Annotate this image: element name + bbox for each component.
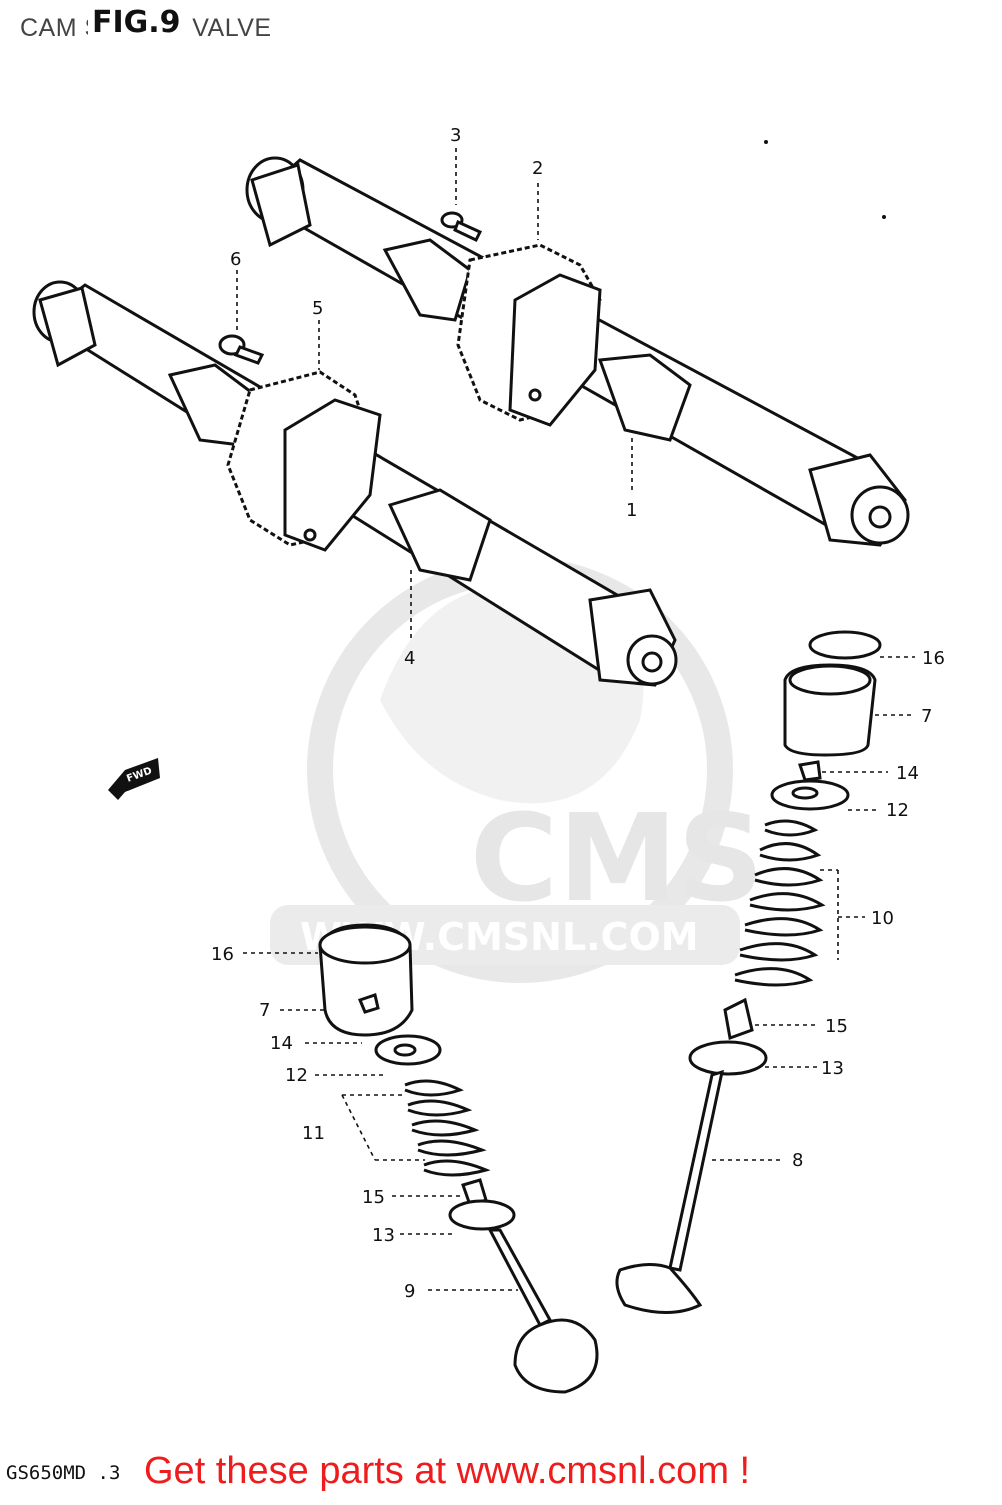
callout-8: 8 (792, 1150, 803, 1171)
callout-14-left: 14 (270, 1033, 293, 1054)
callout-5: 5 (312, 298, 323, 319)
callout-4: 4 (404, 648, 415, 669)
leader-lines (236, 148, 915, 1291)
callout-7-right: 7 (921, 706, 932, 727)
sprocket-lower (226, 370, 382, 552)
callout-1: 1 (626, 500, 637, 521)
callout-15-left: 15 (362, 1187, 385, 1208)
bolt-3 (440, 211, 483, 242)
fwd-direction-marker: FWD (108, 758, 160, 800)
scan-dot (764, 140, 768, 144)
callout-2: 2 (532, 158, 543, 179)
sprocket-upper (456, 243, 602, 427)
callout-6: 6 (230, 249, 241, 270)
callout-16-right: 16 (922, 648, 945, 669)
model-code: GS650MD .3 (6, 1462, 121, 1484)
callout-11: 11 (302, 1123, 325, 1144)
callout-13-left: 13 (372, 1225, 395, 1246)
callout-15-right: 15 (825, 1016, 848, 1037)
callout-16-left: 16 (211, 944, 234, 965)
callouts: 1 2 3 4 5 6 7 7 8 9 10 11 12 12 13 13 14… (211, 125, 945, 1302)
callout-14-right: 14 (896, 763, 919, 784)
scan-dot (882, 215, 886, 219)
bolt-6 (218, 334, 265, 365)
valve-assembly-right (615, 630, 882, 1314)
valve-assembly-left (318, 923, 599, 1394)
callout-3: 3 (450, 125, 461, 146)
callout-13-right: 13 (821, 1058, 844, 1079)
promo-link[interactable]: Get these parts at www.cmsnl.com ! (144, 1450, 751, 1492)
callout-9: 9 (404, 1281, 415, 1302)
watermark-brand: CMS (470, 790, 764, 929)
callout-12-left: 12 (285, 1065, 308, 1086)
callout-7-left: 7 (259, 1000, 270, 1021)
callout-10: 10 (871, 908, 894, 929)
figure-tag: FIG.9 (88, 6, 185, 40)
cms-watermark: CMS WWW.CMSNL.COM (270, 557, 764, 983)
callout-12-right: 12 (886, 800, 909, 821)
